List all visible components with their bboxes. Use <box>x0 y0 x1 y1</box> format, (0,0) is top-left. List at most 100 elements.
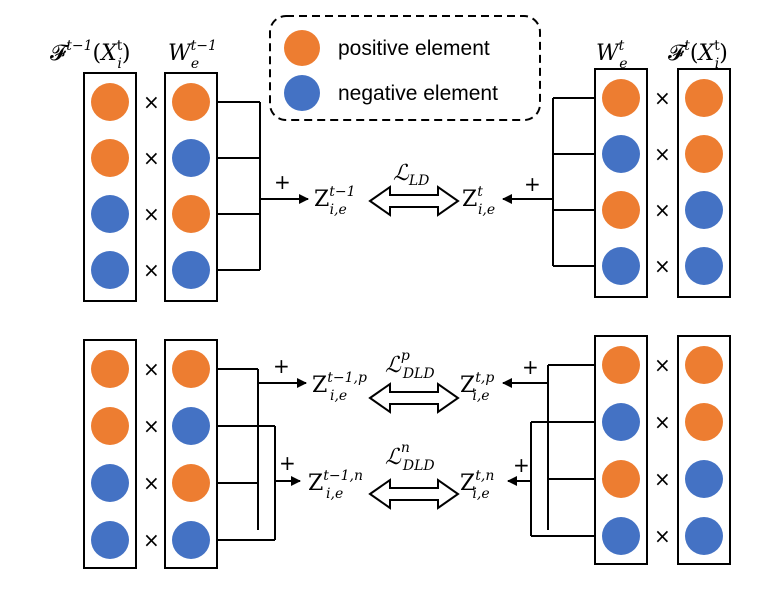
times-sign: × <box>143 90 160 114</box>
element-circle <box>685 460 723 498</box>
element-circle <box>602 403 640 441</box>
times-sign: × <box>143 357 160 381</box>
element-circle <box>602 79 640 117</box>
top-weight-prev-elements <box>172 83 210 289</box>
plus-sign: + <box>274 170 291 194</box>
element-circle <box>172 251 210 289</box>
plus-sign: + <box>513 453 530 477</box>
element-circle <box>172 139 210 177</box>
top-left-connector <box>217 101 309 271</box>
times-sign: × <box>654 86 671 110</box>
element-circle <box>172 83 210 121</box>
times-sign: × <box>143 258 160 282</box>
element-circle <box>685 135 723 173</box>
element-circle <box>685 403 723 441</box>
times-sign: × <box>654 198 671 222</box>
plus-sign: + <box>524 172 541 196</box>
double-arrow-dld-p <box>368 382 460 414</box>
element-circle <box>685 346 723 384</box>
element-circle <box>685 79 723 117</box>
times-sign: × <box>143 414 160 438</box>
double-arrow-ld <box>368 185 460 217</box>
top-weight-cur-elements <box>602 79 640 285</box>
element-circle <box>685 517 723 555</box>
box-bottom-weight-cur <box>594 335 648 565</box>
element-circle <box>602 460 640 498</box>
times-sign: × <box>654 467 671 491</box>
box-top-weight-prev <box>164 72 218 302</box>
element-circle <box>91 350 129 388</box>
element-circle <box>172 407 210 445</box>
element-circle <box>91 139 129 177</box>
legend-positive-swatch <box>284 30 320 66</box>
element-circle <box>602 346 640 384</box>
element-circle <box>172 350 210 388</box>
times-sign: × <box>143 202 160 226</box>
box-top-weight-cur <box>594 68 648 298</box>
times-signs: × × × × × × × × × × × × × × × × <box>143 86 671 552</box>
times-sign: × <box>654 524 671 548</box>
legend-box <box>269 15 541 121</box>
box-top-feature-cur <box>677 68 731 298</box>
times-sign: × <box>143 471 160 495</box>
times-sign: × <box>654 410 671 434</box>
legend-negative-swatch <box>284 75 320 111</box>
bottom-feature-prev-elements <box>91 350 129 559</box>
plus-sign: + <box>522 355 539 379</box>
element-circle <box>172 521 210 559</box>
element-circle <box>685 247 723 285</box>
plus-sign: + <box>273 354 290 378</box>
element-circle <box>602 135 640 173</box>
times-sign: × <box>143 528 160 552</box>
top-right-connector <box>502 97 595 267</box>
bottom-weight-cur-elements <box>602 346 640 555</box>
bottom-left-connector <box>217 368 307 541</box>
element-circle <box>91 195 129 233</box>
element-circle <box>602 517 640 555</box>
times-sign: × <box>654 254 671 278</box>
times-sign: × <box>143 146 160 170</box>
double-arrow-dld-n <box>368 478 460 510</box>
element-circle <box>91 407 129 445</box>
top-feature-cur-elements <box>685 79 723 285</box>
element-circle <box>91 251 129 289</box>
element-circle <box>602 247 640 285</box>
element-circle <box>172 195 210 233</box>
legend: positive element negative element <box>269 15 541 121</box>
legend-negative-label: negative element <box>338 82 498 105</box>
element-circle <box>602 191 640 229</box>
legend-positive-label: positive element <box>338 37 490 60</box>
times-sign: × <box>654 353 671 377</box>
element-circle <box>172 464 210 502</box>
plus-sign: + <box>279 451 296 475</box>
box-bottom-weight-prev <box>164 339 218 569</box>
element-circle <box>91 464 129 502</box>
times-sign: × <box>654 142 671 166</box>
element-circle <box>91 521 129 559</box>
label-loss-ld: ℒLD <box>393 161 429 189</box>
box-top-feature-prev <box>83 72 137 302</box>
bottom-weight-prev-elements <box>172 350 210 559</box>
top-feature-prev-elements <box>91 83 129 289</box>
element-circle <box>685 191 723 229</box>
column-boxes <box>83 68 731 569</box>
box-bottom-feature-cur <box>677 335 731 565</box>
element-circle <box>91 83 129 121</box>
bottom-right-connector <box>502 364 595 537</box>
plus-signs: + + + + + + <box>273 170 541 477</box>
